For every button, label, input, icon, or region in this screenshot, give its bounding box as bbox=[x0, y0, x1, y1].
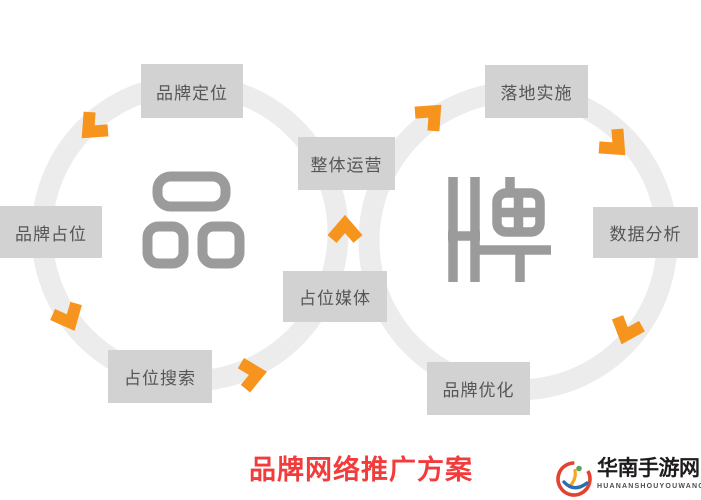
glyph-pai-icon bbox=[448, 177, 551, 282]
node-implementation: 落地实施 bbox=[485, 65, 588, 118]
node-label: 占位搜索 bbox=[124, 369, 196, 388]
flow-arrow-7-icon bbox=[611, 315, 645, 345]
node-data-analysis: 数据分析 bbox=[593, 207, 698, 258]
logo-subtext: HUANANSHOUYOUWANG bbox=[597, 483, 701, 490]
flow-arrow-4-icon bbox=[327, 214, 363, 243]
page-title: 品牌网络推广方案 bbox=[249, 455, 473, 485]
node-label: 品牌定位 bbox=[156, 83, 228, 103]
flow-arrow-5-icon bbox=[414, 104, 442, 132]
glyph-pin-icon bbox=[142, 171, 245, 269]
logo-mark-icon bbox=[556, 461, 592, 497]
node-label: 落地实施 bbox=[500, 84, 573, 103]
node-label: 品牌占位 bbox=[15, 224, 87, 244]
flow-arrow-1-icon bbox=[81, 111, 109, 139]
flow-arrow-3-icon bbox=[237, 357, 267, 393]
site-logo: 华南手游网 HUANANSHOUYOUWANG bbox=[552, 456, 701, 500]
node-label: 品牌优化 bbox=[442, 381, 515, 400]
logo-text: 华南手游网 bbox=[597, 457, 700, 480]
flow-arrow-6-icon bbox=[598, 128, 626, 156]
node-brand-optimization: 品牌优化 bbox=[427, 362, 530, 415]
node-overall-operation: 整体运营 bbox=[298, 137, 395, 190]
node-brand-positioning: 品牌定位 bbox=[141, 64, 243, 118]
node-label: 整体运营 bbox=[310, 156, 383, 175]
node-brand-placement: 品牌占位 bbox=[0, 206, 102, 258]
node-placement-media: 占位媒体 bbox=[283, 271, 387, 322]
node-label: 数据分析 bbox=[609, 225, 682, 244]
node-label: 占位媒体 bbox=[299, 289, 371, 308]
flow-arrow-2-icon bbox=[50, 301, 82, 331]
node-placement-search: 占位搜索 bbox=[108, 350, 212, 403]
